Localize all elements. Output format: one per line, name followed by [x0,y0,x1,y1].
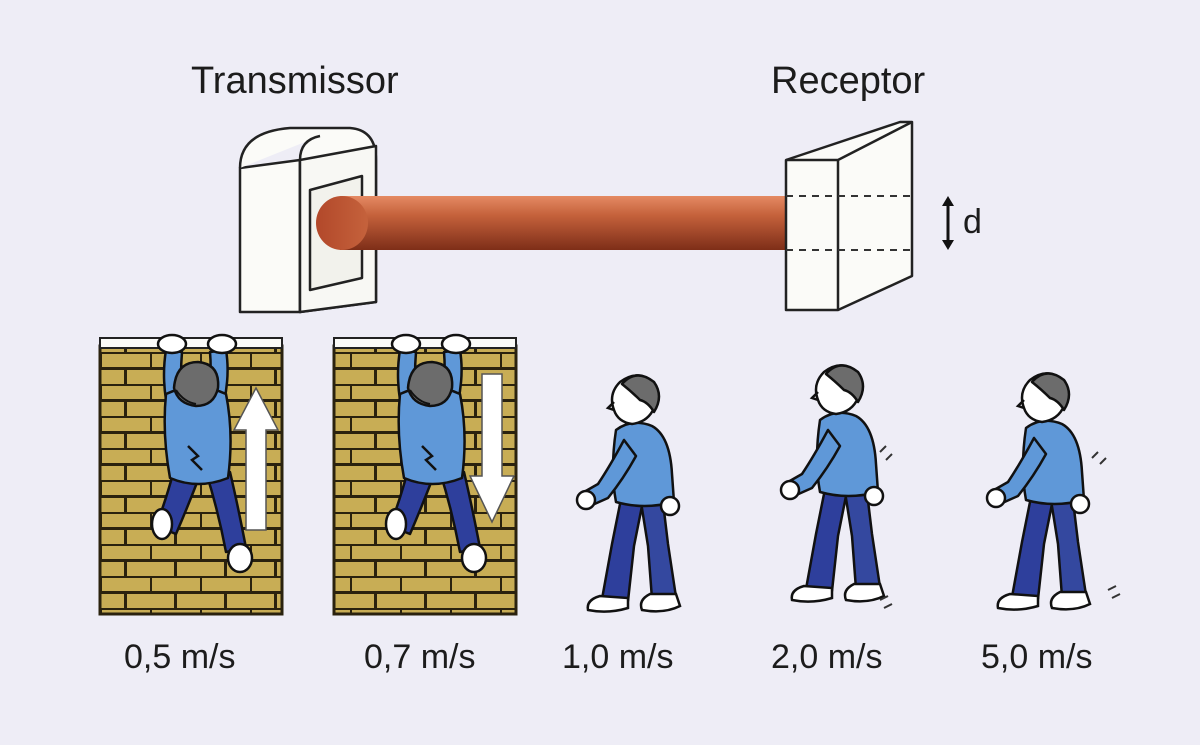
speed-label-2: 0,7 m/s [364,638,476,676]
up-arrow [232,386,280,531]
motion-marks-2 [879,445,893,609]
motion-marks-3 [1091,451,1121,599]
beam-height-arrow [942,196,954,250]
beam-gap-label: d [963,203,982,241]
speed-label-3: 1,0 m/s [562,638,674,676]
transmitter-label: Transmissor [191,60,399,102]
down-arrow [468,373,516,524]
speed-label-4: 2,0 m/s [771,638,883,676]
transmitter-device [238,126,378,314]
walking-person-1 [575,374,682,613]
receiver-label: Receptor [771,60,926,102]
walking-person-3 [985,372,1092,611]
walking-person-2 [779,364,886,603]
light-beam [316,196,786,250]
receiver-device [784,120,914,312]
speed-label-1: 0,5 m/s [124,638,236,676]
speed-label-5: 5,0 m/s [981,638,1093,676]
